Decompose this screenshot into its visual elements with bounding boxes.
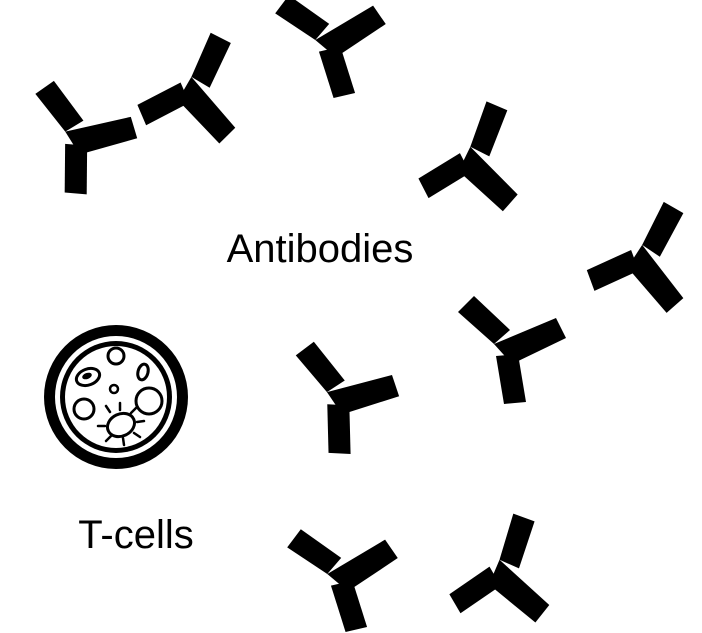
antibody-icon bbox=[458, 296, 566, 404]
antibody-icon bbox=[123, 28, 259, 164]
antibody-icon bbox=[283, 340, 405, 462]
antibody-icon bbox=[401, 95, 542, 236]
antibody-icon bbox=[285, 516, 407, 633]
antibody-icon bbox=[430, 507, 574, 633]
t-cells-label: T-cells bbox=[78, 513, 194, 557]
antibody-icon bbox=[575, 198, 702, 330]
t-cell-icon bbox=[44, 325, 188, 469]
antibodies-label: Antibodies bbox=[227, 227, 414, 271]
antibody-icon bbox=[273, 0, 395, 104]
antibody-icon bbox=[19, 78, 144, 203]
